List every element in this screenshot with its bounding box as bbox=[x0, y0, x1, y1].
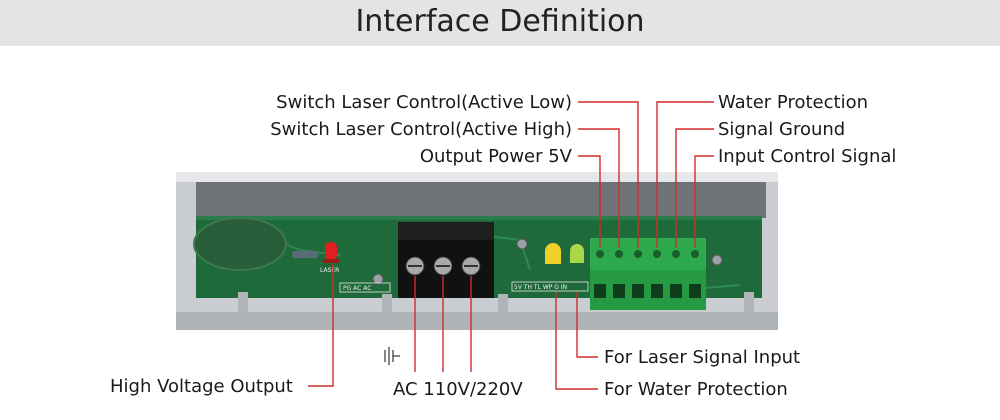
screw bbox=[373, 274, 383, 284]
label-laser-signal-input: For Laser Signal Input bbox=[604, 347, 800, 368]
laser-led bbox=[325, 242, 337, 260]
casing-interior bbox=[196, 182, 766, 218]
signal-terminal-bottom bbox=[590, 270, 706, 310]
signal-terminal-top bbox=[590, 238, 706, 270]
transformer bbox=[194, 218, 286, 270]
mounting-post bbox=[498, 294, 508, 314]
ac-silkscreen-label: PG AC AC bbox=[343, 285, 371, 292]
label-ac-input: AC 110V/220V bbox=[393, 379, 523, 400]
label-signal-ground: Signal Ground bbox=[718, 119, 845, 140]
label-water-protection-bottom: For Water Protection bbox=[604, 379, 788, 400]
yellow-led-body bbox=[545, 251, 561, 264]
power-supply-illustration: LASER PG AC AC 5V TH TL WP G IN bbox=[176, 172, 778, 330]
label-water-protection: Water Protection bbox=[718, 92, 868, 113]
casing-bottom-edge bbox=[176, 312, 778, 330]
resistor bbox=[292, 251, 318, 258]
label-switch-active-high: Switch Laser Control(Active High) bbox=[270, 119, 572, 140]
ac-terminal-top bbox=[398, 222, 494, 240]
laser-led-label: LASER bbox=[320, 267, 339, 274]
label-high-voltage-output: High Voltage Output bbox=[110, 376, 293, 397]
label-switch-active-low: Switch Laser Control(Active Low) bbox=[276, 92, 572, 113]
mounting-post bbox=[744, 292, 754, 314]
signal-silkscreen-label: 5V TH TL WP G IN bbox=[514, 284, 567, 291]
label-input-control: Input Control Signal bbox=[718, 146, 896, 167]
laser-led-base bbox=[323, 259, 339, 263]
pcb-edge bbox=[196, 216, 762, 220]
mounting-post bbox=[238, 292, 248, 314]
screw bbox=[517, 239, 527, 249]
casing-top-edge bbox=[176, 172, 778, 182]
ground-symbol-icon bbox=[385, 347, 400, 365]
screw bbox=[712, 255, 722, 265]
green-led-body bbox=[570, 251, 584, 263]
label-output-power: Output Power 5V bbox=[420, 146, 573, 167]
mounting-post bbox=[382, 294, 392, 314]
